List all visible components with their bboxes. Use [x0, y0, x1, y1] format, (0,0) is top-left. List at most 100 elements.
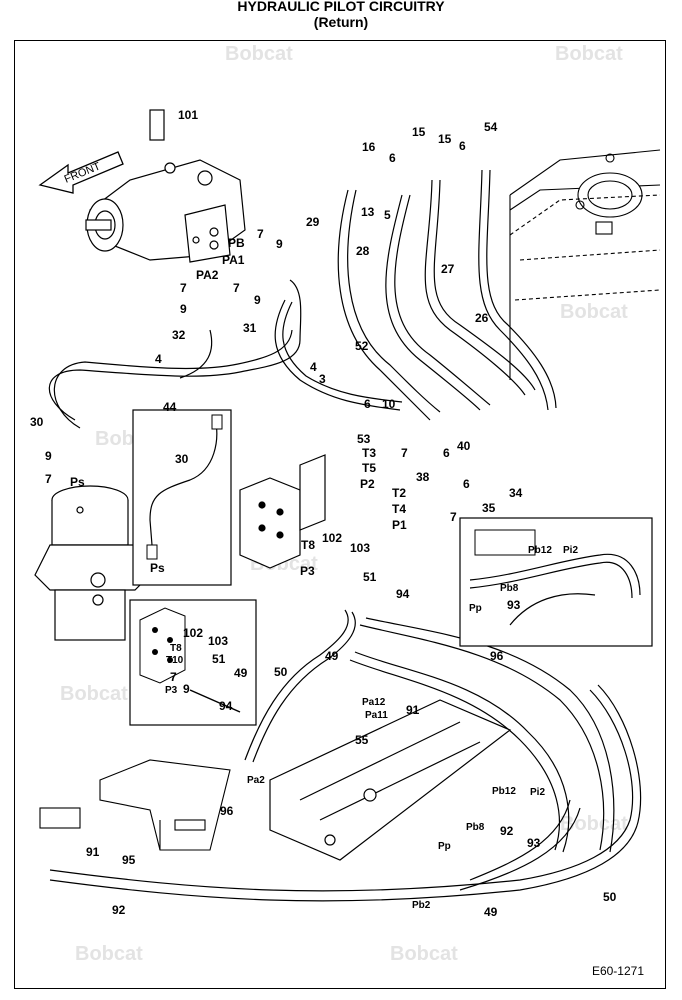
watermark: Bobcat [560, 301, 628, 323]
callout-16: 16 [362, 140, 376, 154]
callout-91: 91 [86, 845, 100, 859]
callout-T8: T8 [170, 643, 182, 654]
callout-101: 101 [178, 108, 198, 122]
callout-30: 30 [175, 452, 189, 466]
callout-31: 31 [243, 321, 257, 335]
callout-Pb8: Pb8 [500, 583, 519, 594]
callout-38: 38 [416, 470, 430, 484]
callout-6: 6 [463, 477, 470, 491]
callout-40: 40 [457, 439, 471, 453]
callout-P2: P2 [360, 477, 375, 491]
callout-6: 6 [364, 397, 371, 411]
callout-94: 94 [219, 699, 233, 713]
callout-34: 34 [509, 486, 523, 500]
callout-5: 5 [384, 208, 391, 222]
callout-T10: T10 [166, 655, 184, 666]
callout-103: 103 [208, 634, 228, 648]
callout-4: 4 [310, 360, 317, 374]
callout-PA1: PA1 [222, 253, 245, 267]
callout-Pb2: Pb2 [412, 900, 431, 911]
callout-7: 7 [401, 446, 408, 460]
callout-7: 7 [45, 472, 52, 486]
callout-9: 9 [45, 449, 52, 463]
inset-hose-30 [132, 409, 232, 586]
callout-T3: T3 [362, 446, 376, 460]
watermark: Bobcat [560, 813, 628, 835]
callout-PA2: PA2 [196, 268, 219, 282]
inset-right-detail [459, 517, 653, 647]
front-arrow: FRONT [38, 151, 124, 194]
callout-44: 44 [163, 400, 177, 414]
callout-92: 92 [112, 903, 126, 917]
callout-10: 10 [382, 397, 396, 411]
callout-Pa11: Pa11 [365, 710, 388, 721]
callout-Pb8: Pb8 [466, 822, 485, 833]
callout-3: 3 [319, 372, 326, 386]
callout-50: 50 [603, 890, 617, 904]
callout-T5: T5 [362, 461, 376, 475]
callout-T2: T2 [392, 486, 406, 500]
callout-P3: P3 [300, 564, 315, 578]
callout-6: 6 [389, 151, 396, 165]
pump-assembly [85, 109, 246, 263]
callout-9: 9 [183, 682, 190, 696]
callout-96: 96 [490, 649, 504, 663]
hose-set-pump [48, 279, 403, 429]
callout-7: 7 [233, 281, 240, 295]
base-plate [39, 759, 231, 851]
callout-Pb12: Pb12 [492, 786, 516, 797]
callout-15: 15 [412, 125, 426, 139]
callout-P1: P1 [392, 518, 407, 532]
callout-29: 29 [306, 215, 320, 229]
callout-32: 32 [172, 328, 186, 342]
callout-9: 9 [276, 237, 283, 251]
callout-51: 51 [363, 570, 377, 584]
callout-Pa2: Pa2 [247, 775, 265, 786]
callout-55: 55 [355, 733, 369, 747]
callout-PB: PB [228, 236, 245, 250]
callout-49: 49 [484, 905, 498, 919]
callout-Ps: Ps [70, 475, 85, 489]
callout-51: 51 [212, 652, 226, 666]
callout-54: 54 [484, 120, 498, 134]
callout-95: 95 [122, 853, 136, 867]
watermark: Bobcat [390, 943, 458, 965]
callout-Pi2: Pi2 [530, 787, 545, 798]
callout-6: 6 [443, 446, 450, 460]
callout-7: 7 [450, 510, 457, 524]
callout-93: 93 [507, 598, 521, 612]
callout-7: 7 [180, 281, 187, 295]
callout-9: 9 [254, 293, 261, 307]
callout-P3: P3 [165, 685, 178, 696]
watermark: Bobcat [75, 943, 143, 965]
diagram-title: HYDRAULIC PILOT CIRCUITRY [237, 0, 445, 14]
callout-93: 93 [527, 836, 541, 850]
callout-9: 9 [180, 302, 187, 316]
callout-26: 26 [475, 311, 489, 325]
diagram-frame [14, 40, 666, 989]
callout-Pp: Pp [438, 841, 451, 852]
callout-Pb12: Pb12 [528, 545, 552, 556]
hose-set-lower [49, 609, 642, 902]
callout-7: 7 [170, 670, 177, 684]
callout-35: 35 [482, 501, 496, 515]
callout-102: 102 [183, 626, 203, 640]
main-control-valve [269, 699, 512, 861]
callout-49: 49 [325, 649, 339, 663]
callout-6: 6 [459, 139, 466, 153]
callout-15: 15 [438, 132, 452, 146]
inset-valve-block [129, 599, 257, 726]
watermark: Bobcat [555, 43, 623, 65]
callout-49: 49 [234, 666, 248, 680]
callouts: 101 16 15 15 54 6 6 13 5 29 28 27 26 7 9… [30, 108, 617, 919]
callout-50: 50 [274, 665, 288, 679]
callout-94: 94 [396, 587, 410, 601]
pilot-valve-block [239, 454, 326, 569]
swing-motor [34, 485, 151, 641]
callout-102: 102 [322, 531, 342, 545]
callout-30: 30 [30, 415, 44, 429]
callout-Pa12: Pa12 [362, 697, 386, 708]
callout-96: 96 [220, 804, 234, 818]
hydraulic-tank [509, 149, 661, 380]
